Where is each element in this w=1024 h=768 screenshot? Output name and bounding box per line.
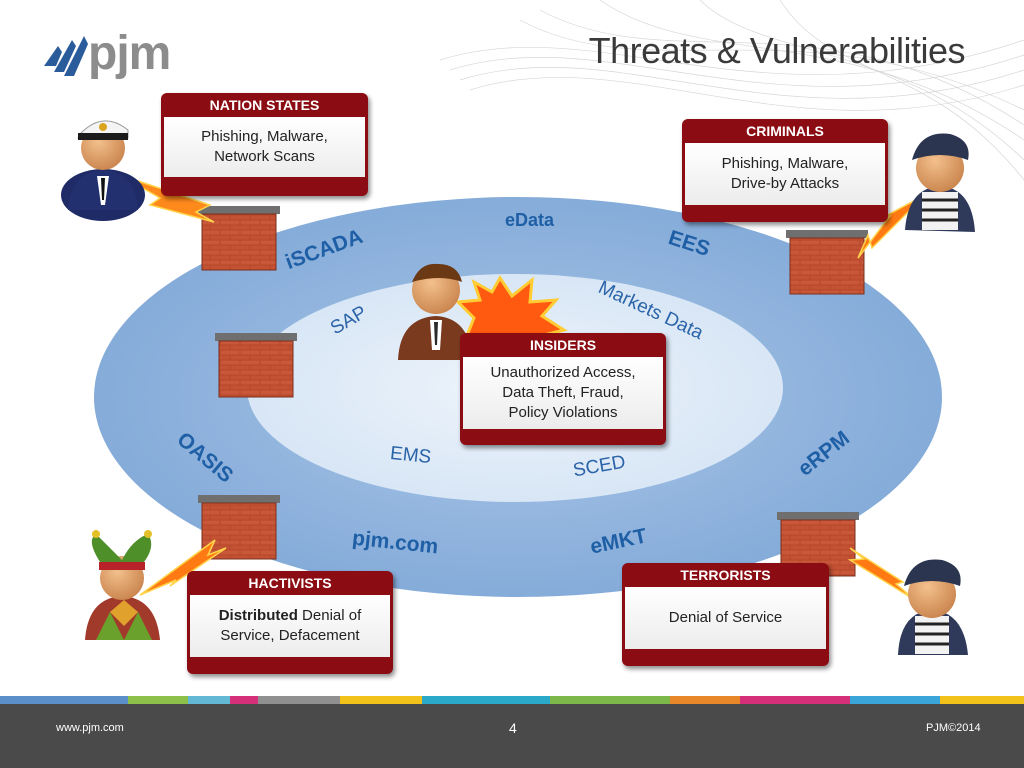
card-text: Unauthorized Access, xyxy=(490,364,636,381)
firewall-icon-left xyxy=(215,333,297,398)
insider-person-icon xyxy=(398,263,472,360)
card-criminals: CRIMINALS Phishing, Malware, Drive-by At… xyxy=(682,119,888,222)
label-ems: EMS xyxy=(389,442,433,469)
card-text: Service, Defacement xyxy=(220,627,360,644)
pjm-logo: pjm xyxy=(88,27,171,80)
card-nation-states: NATION STATES Phishing, Malware, Network… xyxy=(161,93,368,196)
card-text: Data Theft, Fraud, xyxy=(502,384,624,401)
card-text: Denial of Service xyxy=(668,609,783,626)
page-title: Threats & Vulnerabilities xyxy=(588,30,966,71)
card-body: Phishing, Malware, Drive-by Attacks xyxy=(685,143,885,205)
label-edata: eData xyxy=(505,210,555,230)
card-insiders: INSIDERS Unauthorized Access, Data Theft… xyxy=(460,333,666,445)
card-title: NATION STATES xyxy=(209,97,320,113)
card-title: HACTIVISTS xyxy=(248,575,332,591)
decorative-swirl-lines xyxy=(439,0,1024,181)
card-text: Drive-by Attacks xyxy=(730,175,840,192)
footer: www.pjm.com 4 PJM©2014 xyxy=(0,704,1024,768)
firewall-icon-bottom-left xyxy=(198,495,280,560)
firewall-icon-top-left xyxy=(198,206,280,271)
card-title: CRIMINALS xyxy=(746,123,824,139)
terrorist-person-icon xyxy=(898,559,968,655)
card-terrorists: TERRORISTS Denial of Service xyxy=(622,563,829,666)
criminal-person-icon xyxy=(905,133,975,232)
footer-website: www.pjm.com xyxy=(56,722,124,734)
card-text: Policy Violations xyxy=(508,404,618,421)
attack-flame-icon xyxy=(139,539,227,596)
card-body: Distributed Denial of Service, Defacemen… xyxy=(190,595,390,657)
card-text: Phishing, Malware, xyxy=(721,155,849,172)
card-hactivists: HACTIVISTS Distributed Denial of Service… xyxy=(187,571,393,674)
card-title: TERRORISTS xyxy=(680,567,771,583)
card-body: Denial of Service xyxy=(625,587,826,649)
footer-copyright: PJM©2014 xyxy=(926,722,981,734)
card-text: Network Scans xyxy=(214,148,315,165)
card-text: Distributed Denial of xyxy=(219,606,362,626)
card-body: Unauthorized Access, Data Theft, Fraud, … xyxy=(463,357,663,429)
attack-flame-icon xyxy=(847,547,916,601)
firewall-icon-top-right xyxy=(786,230,868,295)
pjm-logo-mark xyxy=(44,36,88,76)
card-text-bold: Distributed xyxy=(218,607,298,624)
hactivist-jester-icon xyxy=(85,530,160,640)
card-text: Denial of xyxy=(297,607,362,624)
nation-state-person-icon xyxy=(61,120,145,221)
attack-flame-icon xyxy=(119,174,215,223)
card-text: Phishing, Malware, xyxy=(201,128,328,145)
card-title: INSIDERS xyxy=(529,337,597,353)
page-number: 4 xyxy=(509,720,517,736)
card-body: Phishing, Malware, Network Scans xyxy=(164,117,365,177)
